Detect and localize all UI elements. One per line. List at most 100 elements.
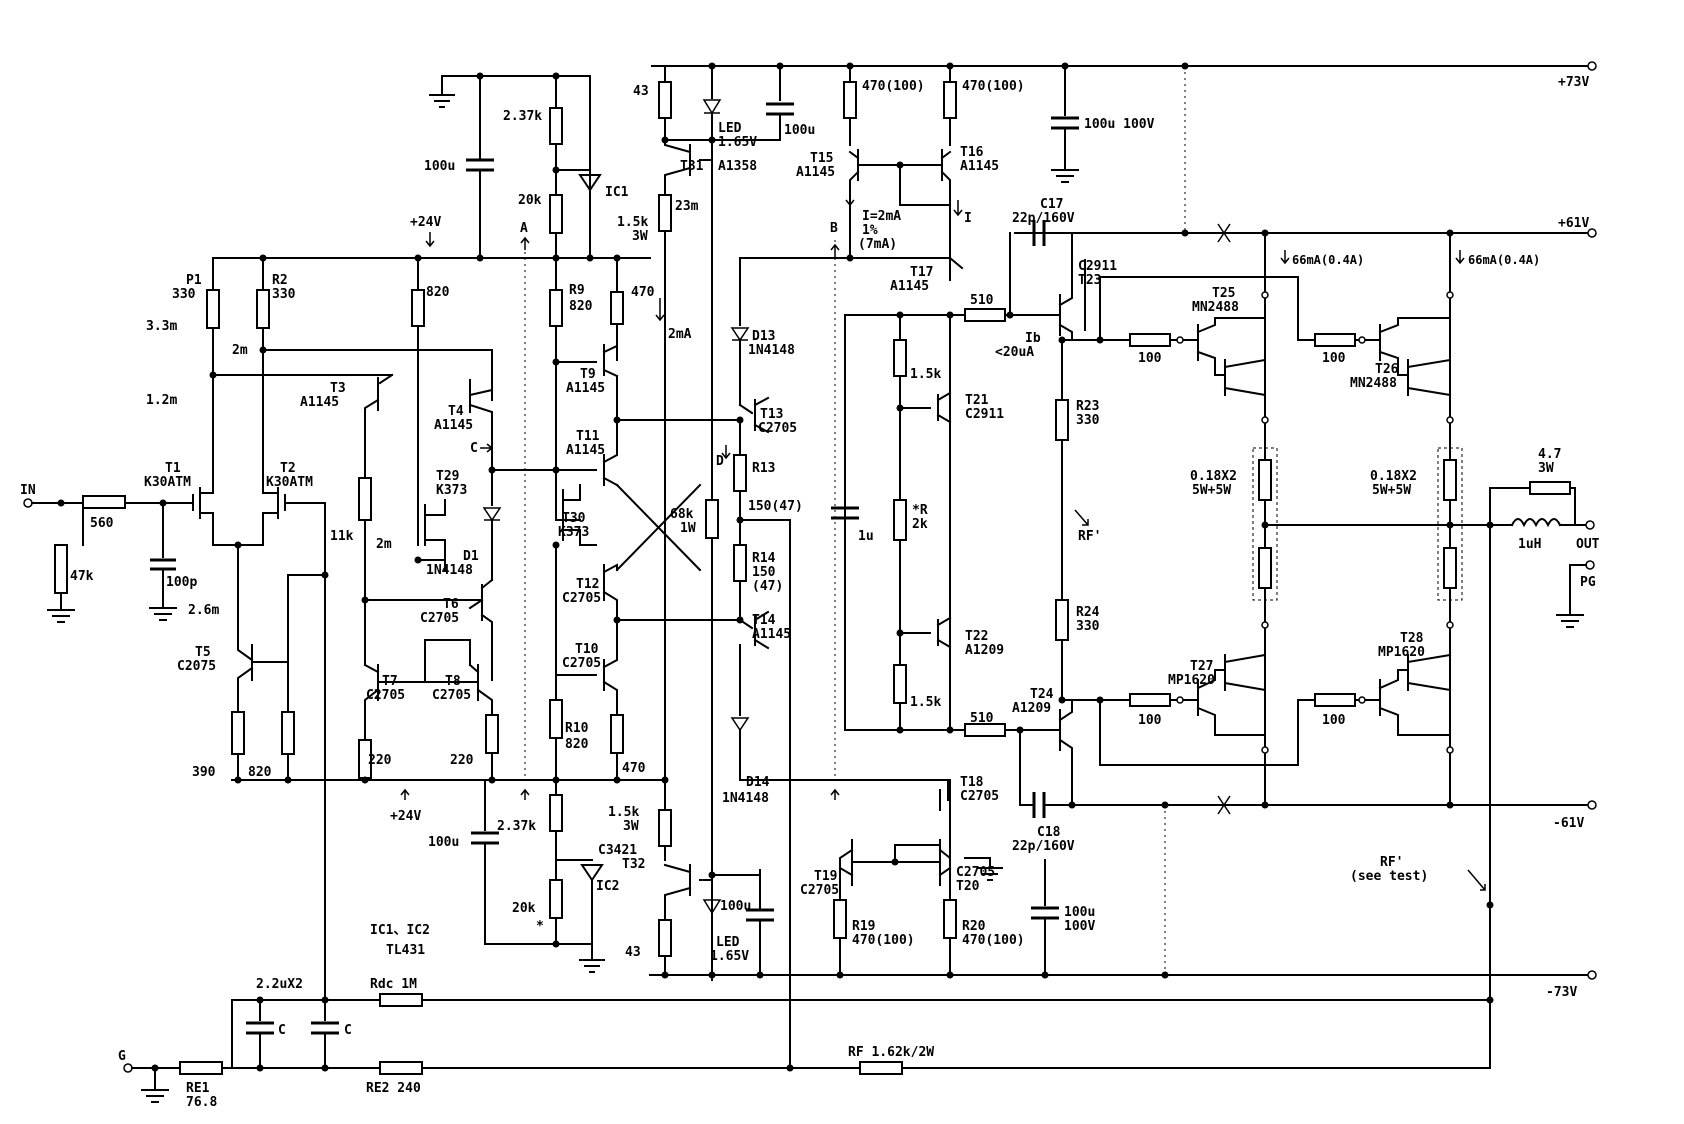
t27-part: MP1620: [1168, 673, 1215, 688]
ground-terminal[interactable]: [123, 1063, 133, 1073]
input-terminal[interactable]: [23, 498, 33, 508]
t12-part: C2705: [562, 591, 601, 606]
t18-ref: T18: [960, 775, 984, 790]
t29-part: K373: [436, 483, 467, 498]
svg-text:IC2: IC2: [596, 879, 619, 894]
svg-text:470(100): 470(100): [962, 79, 1025, 94]
arrow-down-icon: [425, 232, 435, 248]
svg-text:1%: 1%: [862, 223, 878, 238]
resistor-r24: [1055, 599, 1069, 641]
svg-text:43: 43: [625, 945, 641, 960]
t28-ref: T28: [1400, 631, 1424, 646]
t6-ref: T6: [443, 597, 459, 612]
svg-text:C17: C17: [1040, 197, 1063, 212]
svg-text:510: 510: [970, 293, 994, 308]
t25-ref: T25: [1212, 286, 1235, 301]
svg-text:220: 220: [368, 753, 392, 768]
t9-ref: T9: [580, 367, 596, 382]
resistor-r14: [733, 544, 747, 582]
rail-label-pos24-bottom: +24V: [390, 809, 421, 824]
arrow-down-icon: [721, 445, 731, 460]
svg-text:1.5k: 1.5k: [910, 367, 941, 382]
svg-text:330: 330: [272, 287, 296, 302]
top-mirror: [843, 65, 1079, 270]
svg-text:1.5k: 1.5k: [608, 805, 639, 820]
t2-ref: T2: [280, 461, 296, 476]
svg-text:3.3m: 3.3m: [146, 319, 177, 334]
power-rails: [212, 65, 1591, 976]
t30-ref: T30: [562, 511, 586, 526]
svg-text:100V: 100V: [1064, 919, 1095, 934]
arrow-up-icon: [830, 788, 840, 800]
resistor-r19: [833, 899, 847, 939]
svg-text:820: 820: [248, 765, 272, 780]
t23-ref: T23: [1078, 273, 1101, 288]
arrow-up-icon: [520, 236, 530, 250]
svg-text:P1: P1: [186, 273, 202, 288]
svg-text:2.2uX2: 2.2uX2: [256, 977, 303, 992]
t20-part: C2705: [956, 865, 995, 880]
svg-text:D14: D14: [746, 775, 770, 790]
svg-text:150(47): 150(47): [748, 499, 803, 514]
svg-text:100p: 100p: [166, 575, 197, 590]
resistor-100a: [1129, 333, 1171, 347]
svg-text:1.65V: 1.65V: [710, 949, 749, 964]
svg-text:A: A: [520, 221, 528, 236]
svg-text:1N4148: 1N4148: [748, 343, 795, 358]
svg-text:IC1、IC2: IC1、IC2: [370, 923, 430, 938]
svg-text:5W+5W: 5W+5W: [1372, 483, 1411, 498]
svg-text:390: 390: [192, 765, 216, 780]
t17-part: A1145: [890, 279, 929, 294]
svg-text:C: C: [278, 1023, 286, 1038]
t31-part: A1358: [718, 159, 757, 174]
t3-part: A1145: [300, 395, 339, 410]
t3-ref: T3: [330, 381, 346, 396]
svg-text:1.5k: 1.5k: [617, 215, 648, 230]
svg-text:D13: D13: [752, 329, 775, 344]
resistor-r9: [549, 289, 563, 327]
svg-text:560: 560: [90, 516, 114, 531]
t18-part: C2705: [960, 789, 999, 804]
resistor-emitter-b2: [1443, 547, 1457, 589]
svg-text:R9: R9: [569, 283, 585, 298]
t20-ref: T20: [956, 879, 980, 894]
svg-text:IC1: IC1: [605, 185, 629, 200]
resistor-re2: [379, 1061, 423, 1075]
port-in-label: IN: [20, 483, 36, 498]
svg-text:2.37k: 2.37k: [497, 819, 536, 834]
svg-text:20k: 20k: [512, 901, 536, 916]
t17-ref: T17: [910, 265, 933, 280]
svg-text:820: 820: [569, 299, 593, 314]
svg-text:C18: C18: [1037, 825, 1061, 840]
rail-label-pos73: +73V: [1558, 75, 1589, 90]
svg-text:330: 330: [172, 287, 196, 302]
svg-text:Ib: Ib: [1025, 331, 1041, 346]
resistor-470a: [610, 291, 624, 325]
arrow-right-icon: [480, 443, 494, 453]
svg-text:100u: 100u: [428, 835, 459, 850]
t11-part: A1145: [566, 443, 605, 458]
t6-part: C2705: [420, 611, 459, 626]
bias-spreader: [831, 257, 1061, 737]
resistor-510a: [964, 308, 1006, 322]
svg-text:100u: 100u: [1064, 905, 1095, 920]
svg-text:220: 220: [450, 753, 474, 768]
svg-text:1u: 1u: [858, 529, 874, 544]
predrivers: [1009, 220, 1299, 818]
t13-ref: T13: [760, 407, 783, 422]
t10-part: C2705: [562, 656, 601, 671]
svg-text:R23: R23: [1076, 399, 1099, 414]
svg-text:2k: 2k: [912, 517, 928, 532]
t9-part: A1145: [566, 381, 605, 396]
svg-text:470(100): 470(100): [852, 933, 915, 948]
svg-text:1W: 1W: [680, 521, 696, 536]
t32-part: C3421: [598, 843, 637, 858]
pg-terminal[interactable]: [1585, 560, 1595, 570]
t24-part: A1209: [1012, 701, 1051, 716]
t8-part: C2705: [432, 688, 471, 703]
led-current-sources: [649, 65, 794, 981]
output-terminal[interactable]: [1585, 520, 1595, 530]
svg-text:76.8: 76.8: [186, 1095, 217, 1110]
port-pg-label: PG: [1580, 575, 1596, 590]
t21-ref: T21: [965, 393, 989, 408]
